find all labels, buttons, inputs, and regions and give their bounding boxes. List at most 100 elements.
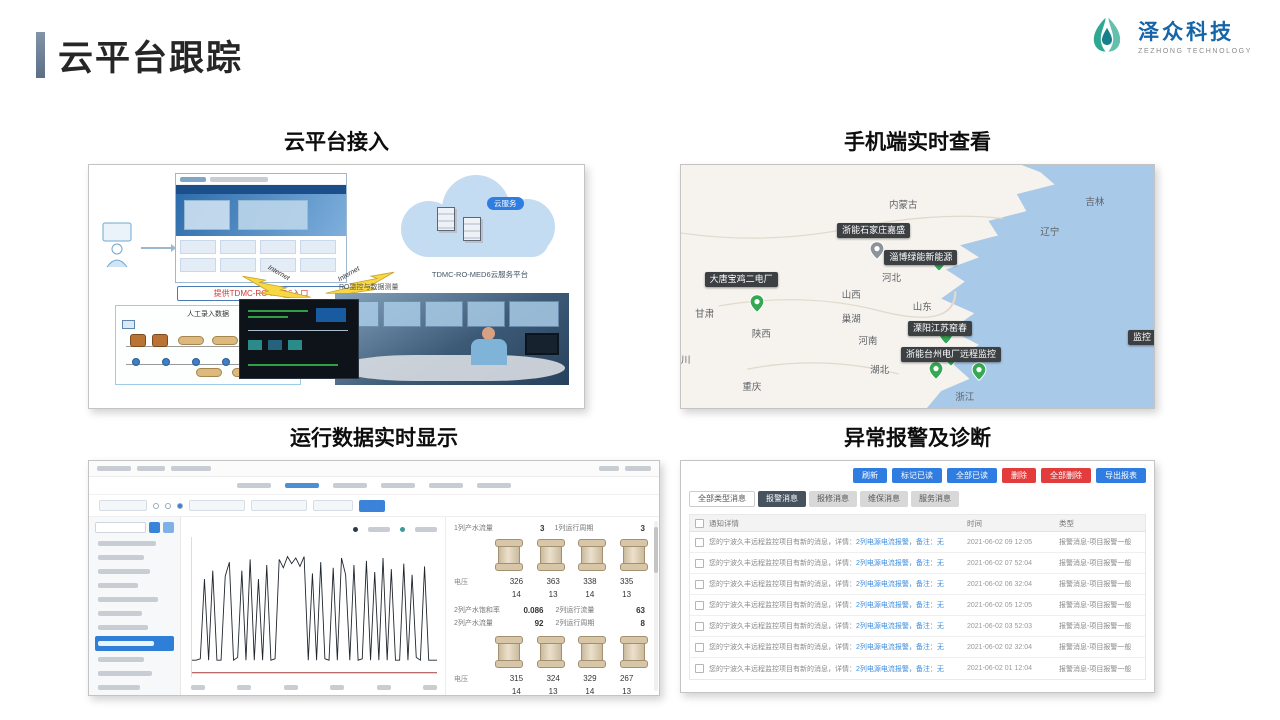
map-province-label: 川 <box>681 355 691 367</box>
pump-icon <box>222 358 230 366</box>
sidebar-item[interactable] <box>95 580 174 591</box>
text-placeholder <box>98 657 144 662</box>
alarm-message-link[interactable]: 2列电源电流报警，备注：无 <box>856 665 944 673</box>
filter-select[interactable] <box>99 500 147 511</box>
text-placeholder <box>180 176 206 182</box>
alarm-action-button[interactable]: 全部删除 <box>1041 468 1091 483</box>
china-map[interactable]: 内蒙古吉林辽宁河北山西山东甘肃陕西巢湖河南湖北重庆浙江川浙能石家庄嘉盛淄博绿能新… <box>681 165 1154 408</box>
nav-tab-placeholder[interactable] <box>429 483 463 488</box>
alarm-message-link[interactable]: 2列电源电流报警，备注：无 <box>856 560 944 567</box>
sidebar-item[interactable] <box>95 538 174 549</box>
nav-tab-placeholder[interactable] <box>237 483 271 488</box>
text-placeholder <box>98 671 152 676</box>
alarm-type-tab[interactable]: 维保消息 <box>860 491 908 507</box>
row-checkbox[interactable] <box>695 600 704 610</box>
alarm-message-link[interactable]: 2列电源电流报警，备注：无 <box>856 581 944 588</box>
alarm-action-button[interactable]: 刷新 <box>853 468 887 483</box>
portal-hero-banner <box>176 194 346 236</box>
map-pin-green[interactable] <box>929 361 944 380</box>
sidebar-item[interactable] <box>95 608 174 619</box>
alarm-type-tab[interactable]: 全部类型消息 <box>689 491 755 507</box>
alarm-type-tab[interactable]: 报警消息 <box>758 491 806 507</box>
metric-row-value: 338 <box>583 577 597 586</box>
wall-screen <box>425 301 463 327</box>
radio-button-selected[interactable] <box>177 502 183 509</box>
alarm-message-link[interactable]: 2列电源电流报警，备注：无 <box>856 644 944 651</box>
alarm-action-button[interactable]: 导出报表 <box>1096 468 1146 483</box>
search-input[interactable] <box>95 522 146 533</box>
dashboard-filter-bar <box>89 495 659 517</box>
scada-screenshot <box>239 299 359 379</box>
row-checkbox[interactable] <box>695 537 704 547</box>
nav-tab-placeholder[interactable] <box>381 483 415 488</box>
nav-tab-placeholder[interactable] <box>477 483 511 488</box>
row-checkbox[interactable] <box>695 642 704 652</box>
row-checkbox[interactable] <box>695 558 704 568</box>
map-pin-green[interactable] <box>749 294 765 314</box>
nav-tab-placeholder[interactable] <box>333 483 367 488</box>
sidebar-item[interactable] <box>95 668 174 679</box>
sidebar-item[interactable] <box>95 552 174 563</box>
sidebar-item[interactable] <box>95 622 174 633</box>
alarm-table: 通知详情 时间 类型 您的宁波久丰远程监控项目有新的消息，详情：2列电源电流报警… <box>689 514 1146 680</box>
alarm-message-link[interactable]: 2列电源电流报警，备注：无 <box>856 623 944 630</box>
vessel-icon <box>212 336 238 345</box>
alarm-type: 报警消息-项目报警一般 <box>1059 623 1132 630</box>
text-placeholder <box>98 583 138 588</box>
cylinder-icon <box>495 636 523 668</box>
row-checkbox[interactable] <box>695 621 704 631</box>
expand-button[interactable] <box>163 522 174 533</box>
scada-line <box>248 330 348 331</box>
dashboard-nav-tabs[interactable] <box>89 477 659 495</box>
column-header-detail: 通知详情 <box>709 518 739 528</box>
map-callout: 大唐宝鸡二电厂 <box>704 271 778 287</box>
filter-select[interactable] <box>313 500 353 511</box>
alarm-message-text: 您的宁波久丰远程监控项目有新的消息，详情： <box>709 581 856 588</box>
alarm-message: 您的宁波久丰远程监控项目有新的消息，详情：2列电源电流报警，备注：无 <box>709 537 967 547</box>
scada-line <box>248 316 288 318</box>
map-pin-green[interactable] <box>971 362 987 382</box>
map-pin-gray[interactable] <box>869 241 885 260</box>
alarm-message: 您的宁波久丰远程监控项目有新的消息，详情：2列电源电流报警，备注：无 <box>709 558 967 568</box>
select-all-checkbox[interactable] <box>695 518 704 528</box>
date-picker[interactable] <box>189 500 245 511</box>
row-checkbox[interactable] <box>695 664 704 673</box>
alarm-action-button[interactable]: 删除 <box>1002 468 1036 483</box>
sidebar-item[interactable] <box>95 682 174 693</box>
search-button[interactable] <box>149 522 160 533</box>
alarm-action-button[interactable]: 标记已读 <box>892 468 942 483</box>
portal-navbar <box>176 185 346 194</box>
query-button[interactable] <box>359 499 385 512</box>
trend-chart[interactable] <box>191 537 437 677</box>
sidebar-item-active[interactable] <box>95 636 174 651</box>
alarm-message-link[interactable]: 2列电源电流报警，备注：无 <box>856 539 944 546</box>
radio-button[interactable] <box>153 502 159 509</box>
alarm-list-screenshot: 刷新标记已读全部已读删除全部删除导出报表 全部类型消息报警消息报修消息维保消息服… <box>680 460 1155 693</box>
nav-tab-active[interactable] <box>285 483 319 488</box>
scrollbar-thumb[interactable] <box>654 527 658 573</box>
alarm-type-tab[interactable]: 报修消息 <box>809 491 857 507</box>
hero-card <box>184 200 230 230</box>
row-checkbox[interactable] <box>695 579 704 589</box>
radio-button[interactable] <box>165 502 171 509</box>
portal-content-row <box>176 236 346 254</box>
sidebar-item[interactable] <box>95 594 174 605</box>
alarm-message-link[interactable]: 2列电源电流报警，备注：无 <box>856 602 944 609</box>
alarm-type-tab[interactable]: 服务消息 <box>911 491 959 507</box>
sidebar-item[interactable] <box>95 566 174 577</box>
alarm-action-button[interactable]: 全部已读 <box>947 468 997 483</box>
sidebar-item[interactable] <box>95 654 174 665</box>
monitor-icon <box>122 320 135 329</box>
date-picker[interactable] <box>251 500 307 511</box>
scrollbar[interactable] <box>654 521 658 691</box>
slide-title: 云平台跟踪 <box>58 39 244 78</box>
